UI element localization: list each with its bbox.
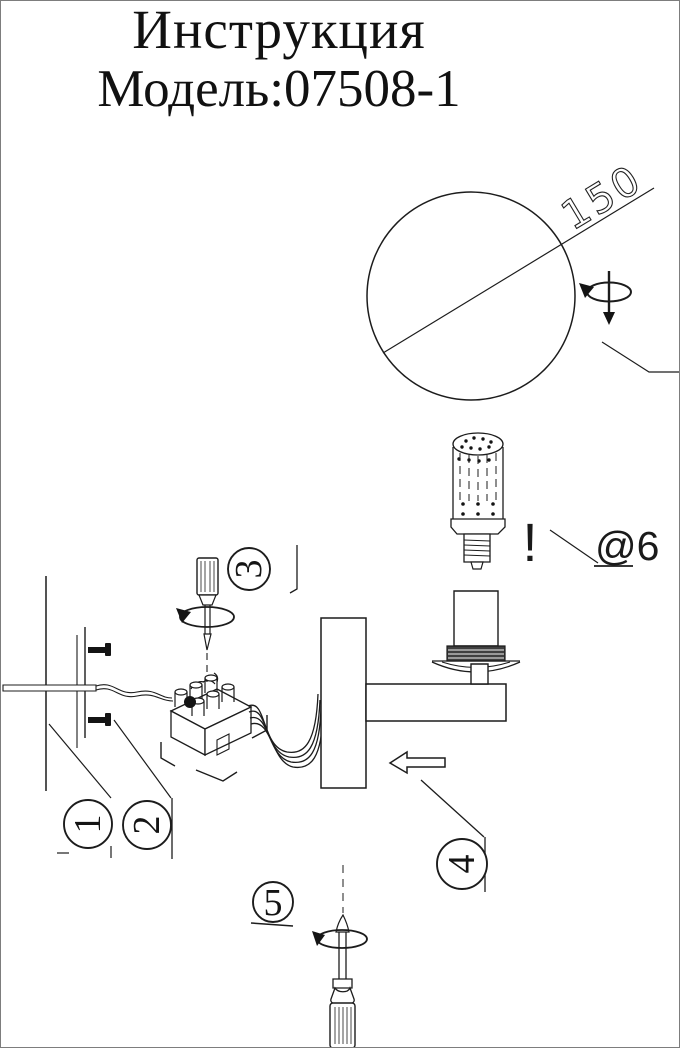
callout-5-number: 5 [264,882,283,924]
globe-leader-line [602,342,680,372]
callout-2-number: 2 [126,816,168,835]
model-number: Модель:07508-1 [97,60,461,118]
terminal-screws [175,675,234,716]
bracket-backplate [321,618,366,788]
bulb-screw-base [464,534,490,562]
wall-bracket [321,591,520,788]
diameter-label: 150 [554,156,651,239]
mains-cable [3,685,173,701]
callout-3: 3 [228,548,270,590]
title-block: Инструкция Модель:07508-1 [97,0,461,118]
diameter-line [383,188,654,353]
callout-4-leader [421,780,484,837]
screwdriver-icon [176,558,234,682]
callout-3-leader [290,545,297,593]
candle-socket [454,591,498,646]
callout-4: 4 [437,839,487,889]
glass-globe: 150 [367,156,654,400]
bracket-arm [366,684,506,721]
callout-2: 2 [123,801,171,849]
bulb-led-dots [457,436,495,516]
insert-arrow-icon [390,752,445,773]
callout-3-number: 3 [228,560,270,579]
callout-5: 5 [251,882,293,926]
callout-2-leader [114,720,171,798]
callout-1-number: 1 [67,815,109,834]
mounting-screw-icon [88,643,111,656]
rotation-arrow-icon [180,607,234,627]
bulb-wattage-label: @6 [595,523,659,569]
wire-bundle [248,694,323,767]
rotation-arrow-icon [317,930,367,948]
callout-1: 1 [64,800,112,848]
callout-1-leader [49,724,111,798]
bulb-note-leader [550,530,598,563]
globe-outline [367,192,575,400]
warning-exclamation-icon: ! [522,513,537,573]
callout-4-number: 4 [441,855,483,874]
socket-stem [471,664,488,684]
terminal-block [161,673,267,781]
light-bulb [451,433,505,569]
wire-hole [184,696,196,708]
page-title: Инструкция [132,0,426,60]
mounting-screw-icon [88,713,111,726]
bulb-body-lines [460,453,496,501]
rotation-arrow-icon [579,271,631,325]
screwdriver-icon [312,865,367,1047]
